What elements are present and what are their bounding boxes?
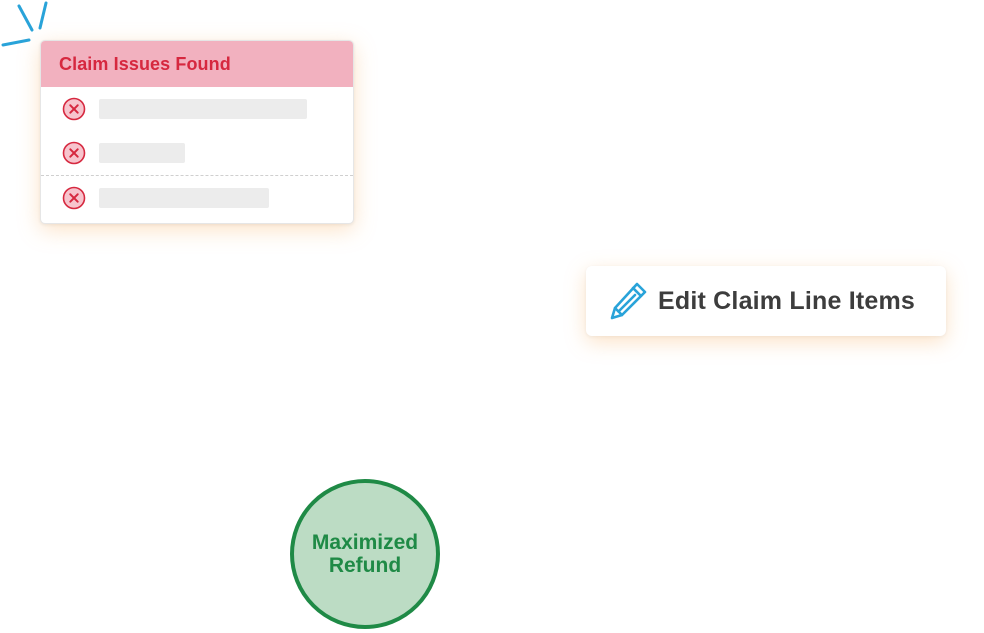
issue-row bbox=[41, 175, 353, 219]
error-x-icon bbox=[62, 186, 86, 209]
issue-row bbox=[41, 131, 353, 175]
pencil-icon bbox=[610, 282, 647, 320]
refund-badge-line-1: Maximized bbox=[311, 531, 419, 554]
edit-claim-line-items-button[interactable]: Edit Claim Line Items bbox=[586, 266, 946, 336]
issue-placeholder-bar bbox=[99, 187, 269, 208]
error-x-icon bbox=[62, 141, 86, 165]
issue-placeholder-bar bbox=[99, 99, 307, 119]
issue-placeholder-bar bbox=[99, 143, 185, 163]
refund-badge-line-2: Refund bbox=[328, 554, 402, 577]
edit-claim-line-items-label: Edit Claim Line Items bbox=[658, 286, 916, 315]
claim-issues-card: Claim Issues Found bbox=[40, 40, 354, 224]
claim-issues-title: Claim Issues Found bbox=[59, 53, 231, 74]
claim-issues-header: Claim Issues Found bbox=[41, 41, 353, 87]
maximized-refund-badge: Maximized Refund bbox=[290, 479, 440, 629]
error-x-icon bbox=[62, 97, 86, 121]
burst-accent-icon bbox=[1, 1, 48, 47]
issue-row bbox=[41, 87, 353, 131]
